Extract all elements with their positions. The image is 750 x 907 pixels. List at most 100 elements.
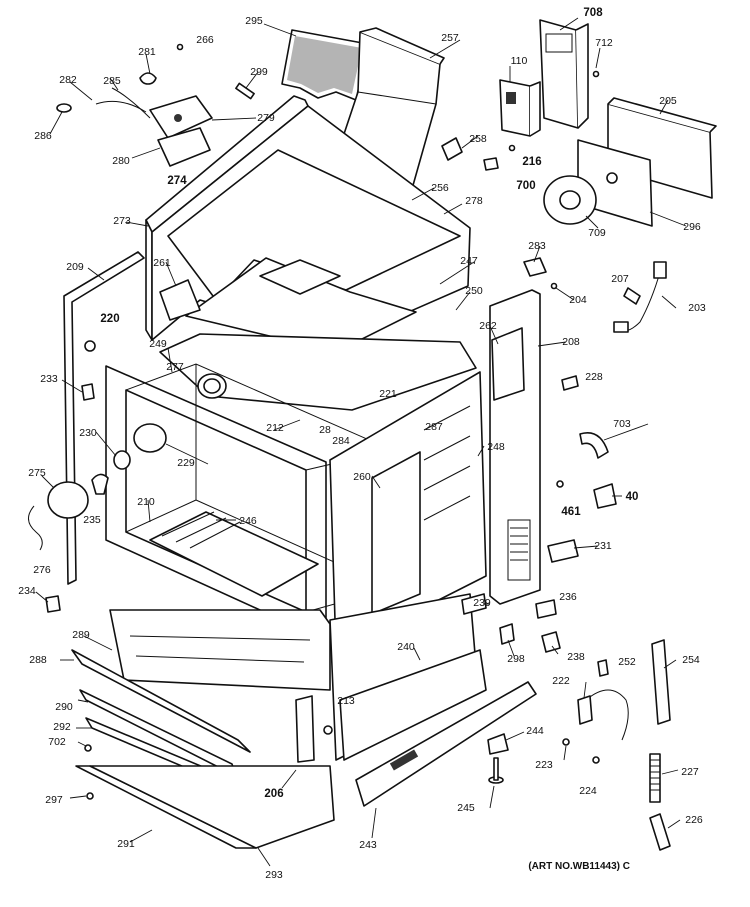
part-label: 299	[250, 66, 268, 78]
part-label: 204	[569, 294, 587, 306]
clip	[561, 375, 579, 391]
clip	[487, 733, 509, 755]
plug	[56, 103, 72, 113]
part-label: 275	[28, 467, 46, 479]
part-label: 274	[167, 175, 187, 187]
clip	[81, 383, 95, 401]
part-label: 709	[588, 227, 606, 239]
hinge-bracket	[593, 483, 617, 509]
part-label: 221	[379, 388, 397, 400]
part-label: 703	[613, 418, 631, 430]
part-label: 276	[33, 564, 51, 576]
part-label: 247	[460, 255, 478, 267]
screw	[592, 70, 600, 78]
leveling-leg	[488, 757, 504, 784]
part-label: 239	[473, 597, 491, 609]
part-label: 708	[583, 7, 603, 19]
part-label: 702	[48, 736, 66, 748]
part-label: 291	[117, 838, 135, 850]
part-label: 297	[45, 794, 63, 806]
part-label: 286	[34, 130, 52, 142]
part-label: 284	[332, 435, 350, 447]
art-number-note: (ART NO.WB11443) C	[528, 861, 630, 872]
part-label: 700	[516, 180, 536, 192]
part-label: 240	[397, 641, 415, 653]
wire-harness	[613, 261, 667, 333]
hinge-spring-arm	[585, 689, 629, 741]
screw	[550, 282, 558, 290]
part-label: 28	[319, 424, 331, 436]
part-label: 254	[682, 654, 700, 666]
part-label: 228	[585, 371, 603, 383]
hinge-bracket	[577, 695, 593, 725]
part-label: 212	[266, 422, 284, 434]
hinge-link	[649, 813, 671, 851]
part-label: 205	[659, 95, 677, 107]
part-label: 234	[18, 585, 36, 597]
insulation-block	[491, 327, 525, 401]
part-label: 277	[166, 361, 184, 373]
part-label: 224	[579, 785, 597, 797]
wire-clip	[28, 505, 43, 551]
screw	[86, 792, 94, 800]
part-label: 207	[611, 273, 629, 285]
part-label: 266	[196, 34, 214, 46]
part-label: 206	[264, 788, 284, 800]
part-label: 227	[681, 766, 699, 778]
bracket	[541, 631, 561, 653]
part-label: 235	[83, 514, 101, 526]
part-label: 279	[257, 112, 275, 124]
part-label: 238	[567, 651, 585, 663]
part-label: 292	[53, 721, 71, 733]
bracket	[547, 539, 579, 563]
part-label: 712	[595, 37, 613, 49]
bake-burner-assembly	[95, 87, 213, 167]
part-label: 231	[594, 540, 612, 552]
hinge-receiver	[651, 639, 671, 725]
part-label: 285	[103, 75, 121, 87]
screw	[323, 725, 333, 735]
screw	[176, 43, 184, 51]
broiler-drawer	[71, 609, 335, 849]
hinge-spring	[649, 753, 661, 803]
kick-panel	[329, 593, 537, 807]
part-label: 260	[353, 471, 371, 483]
part-label: 261	[153, 257, 171, 269]
part-label: 273	[113, 215, 131, 227]
screw	[556, 480, 564, 488]
oven-light-assembly	[47, 423, 167, 519]
flue-plate	[543, 175, 597, 225]
bracket	[159, 279, 201, 321]
part-label: 213	[337, 695, 355, 707]
bracket	[579, 432, 609, 459]
grommet	[523, 257, 547, 277]
clip	[623, 287, 641, 305]
part-label: 216	[522, 156, 542, 168]
electronic-cover	[539, 19, 589, 129]
screw	[84, 744, 92, 752]
part-label: 278	[465, 195, 483, 207]
part-label: 257	[441, 32, 459, 44]
part-label: 461	[561, 506, 581, 518]
bracket	[441, 137, 463, 161]
part-label: 246	[239, 515, 257, 527]
part-label: 110	[510, 55, 528, 67]
part-label: 283	[528, 240, 546, 252]
part-label: 210	[137, 496, 155, 508]
clip	[45, 595, 61, 613]
part-label: 229	[177, 457, 195, 469]
part-label: 208	[562, 336, 580, 348]
part-label: 296	[683, 221, 701, 233]
bracket	[461, 593, 487, 615]
spacer	[499, 623, 515, 645]
part-label: 248	[487, 441, 505, 453]
part-label: 250	[465, 285, 483, 297]
part-label: 245	[457, 802, 475, 814]
part-label: 252	[618, 656, 636, 668]
grommet	[84, 340, 96, 352]
screw	[508, 144, 516, 152]
part-label: 281	[138, 46, 156, 58]
part-label: 282	[59, 74, 77, 86]
